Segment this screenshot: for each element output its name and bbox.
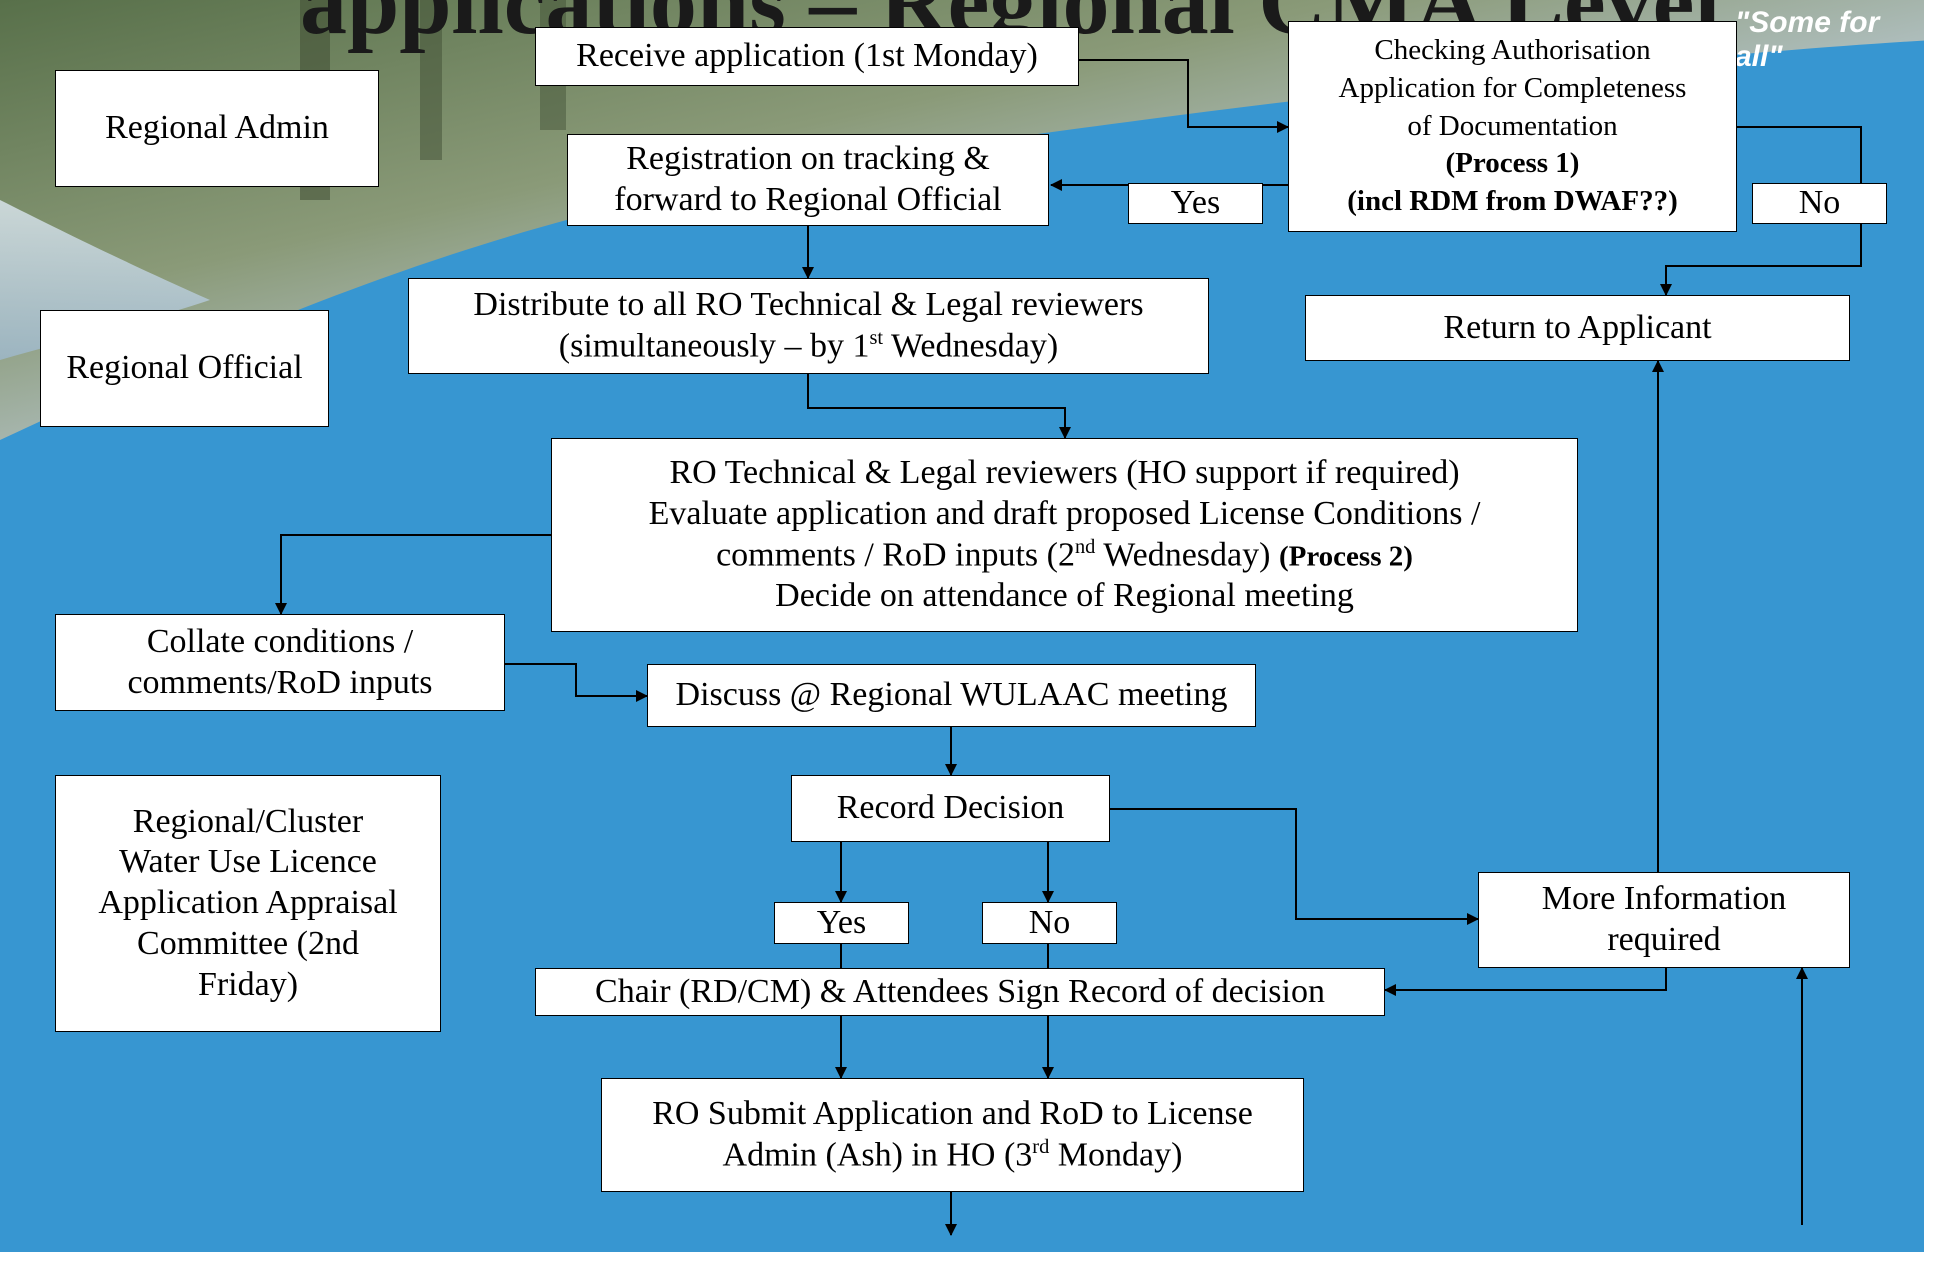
- step-registration: Registration on tracking & forward to Re…: [567, 134, 1049, 226]
- registration-line: Registration on tracking &: [626, 140, 990, 178]
- review-line: Decide on attendance of Regional meeting: [775, 576, 1354, 614]
- submit-line2-text: Admin (Ash) in HO (3: [722, 1136, 1033, 1174]
- arrow-record-to-more-info: [1110, 808, 1479, 925]
- review-line: comments / RoD inputs (2nd Wednesday) (P…: [716, 535, 1413, 576]
- more-info-line: More Information: [1541, 880, 1787, 918]
- sign-label: Chair (RD/CM) & Attendees Sign Record of…: [595, 972, 1325, 1010]
- review-superscript: nd: [1074, 535, 1096, 558]
- checking-line: Application for Completeness: [1338, 71, 1687, 104]
- step-checking-authorisation: Checking Authorisation Application for C…: [1288, 21, 1737, 232]
- more-info-line: required: [1607, 921, 1721, 958]
- review-line: RO Technical & Legal reviewers (HO suppo…: [669, 454, 1460, 492]
- lane-committee: Regional/Cluster Water Use Licence Appli…: [55, 775, 441, 1032]
- step-sign-record: Chair (RD/CM) & Attendees Sign Record of…: [535, 968, 1385, 1016]
- step-more-information: More Information required: [1478, 872, 1850, 968]
- submit-line: RO Submit Application and RoD to License: [652, 1095, 1253, 1133]
- lane-regional-admin: Regional Admin: [55, 70, 379, 187]
- step-distribute: Distribute to all RO Technical & Legal r…: [408, 278, 1209, 374]
- collate-line: comments/RoD inputs: [127, 663, 433, 701]
- decision-no-mid: No: [982, 902, 1117, 944]
- review-line: Evaluate application and draft proposed …: [648, 495, 1481, 533]
- lane-regional-admin-label: Regional Admin: [105, 109, 329, 147]
- no-mid-label: No: [1028, 903, 1071, 941]
- step-receive-label: Receive application (1st Monday): [576, 37, 1038, 75]
- decision-no-top: No: [1752, 183, 1887, 224]
- arrow-distribute-to-review: [807, 374, 1071, 439]
- slogan-text: "Some for all": [1735, 6, 1880, 73]
- arrow-receive-to-checking: [1078, 59, 1289, 133]
- decision-yes-mid: Yes: [774, 902, 909, 944]
- decision-yes-top: Yes: [1128, 183, 1263, 224]
- step-collate: Collate conditions / comments/RoD inputs: [55, 614, 505, 711]
- lane-committee-line: Committee (2nd: [137, 924, 359, 962]
- lane-regional-official: Regional Official: [40, 310, 329, 427]
- checking-process-tag: (Process 1): [1445, 147, 1580, 180]
- lane-committee-line: Regional/Cluster: [132, 802, 364, 840]
- record-label: Record Decision: [836, 789, 1065, 827]
- yes-mid-label: Yes: [816, 903, 867, 941]
- step-review: RO Technical & Legal reviewers (HO suppo…: [551, 438, 1578, 632]
- review-line3-end: Wednesday): [1095, 536, 1279, 574]
- step-return-to-applicant: Return to Applicant: [1305, 295, 1850, 361]
- arrow-more-info-to-sign: [1384, 968, 1667, 996]
- arrow-collate-to-discuss: [505, 663, 648, 702]
- step-record-decision: Record Decision: [791, 775, 1110, 842]
- review-process-tag: (Process 2): [1278, 540, 1413, 573]
- arrow-checking-to-return: [1660, 126, 1862, 296]
- checking-line: of Documentation: [1407, 109, 1618, 142]
- distribute-line2-end: Wednesday): [883, 327, 1059, 365]
- bottom-strip: [0, 1252, 1933, 1263]
- right-strip: [1924, 0, 1933, 1263]
- photo-banner: [0, 0, 1933, 440]
- registration-line: forward to Regional Official: [614, 181, 1002, 218]
- distribute-line: (simultaneously – by 1st Wednesday): [559, 326, 1058, 367]
- distribute-superscript: st: [869, 326, 884, 349]
- distribute-line: Distribute to all RO Technical & Legal r…: [473, 286, 1144, 324]
- step-receive-application: Receive application (1st Monday): [535, 27, 1079, 86]
- step-discuss: Discuss @ Regional WULAAC meeting: [647, 664, 1256, 727]
- collate-line: Collate conditions /: [146, 622, 414, 660]
- review-line3-text: comments / RoD inputs (2: [716, 536, 1075, 574]
- submit-line: Admin (Ash) in HO (3rd Monday): [723, 1135, 1183, 1176]
- lane-committee-line: Water Use Licence: [119, 843, 377, 881]
- tree-trunk: [420, 0, 442, 160]
- lane-committee-line: Application Appraisal: [98, 884, 398, 922]
- yes-top-label: Yes: [1170, 184, 1221, 222]
- distribute-line2-text: (simultaneously – by 1: [558, 327, 870, 365]
- lane-regional-official-label: Regional Official: [66, 349, 303, 387]
- checking-rdm-note: (incl RDM from DWAF??): [1347, 185, 1678, 218]
- step-submit: RO Submit Application and RoD to License…: [601, 1078, 1304, 1192]
- no-top-label: No: [1798, 184, 1841, 222]
- submit-superscript: rd: [1032, 1135, 1050, 1158]
- discuss-label: Discuss @ Regional WULAAC meeting: [675, 676, 1228, 714]
- return-label: Return to Applicant: [1443, 308, 1712, 346]
- arrow-review-to-collate: [275, 534, 551, 615]
- lane-committee-line: Friday): [197, 965, 299, 1003]
- submit-line2-end: Monday): [1049, 1136, 1183, 1174]
- checking-line: Checking Authorisation: [1374, 34, 1651, 67]
